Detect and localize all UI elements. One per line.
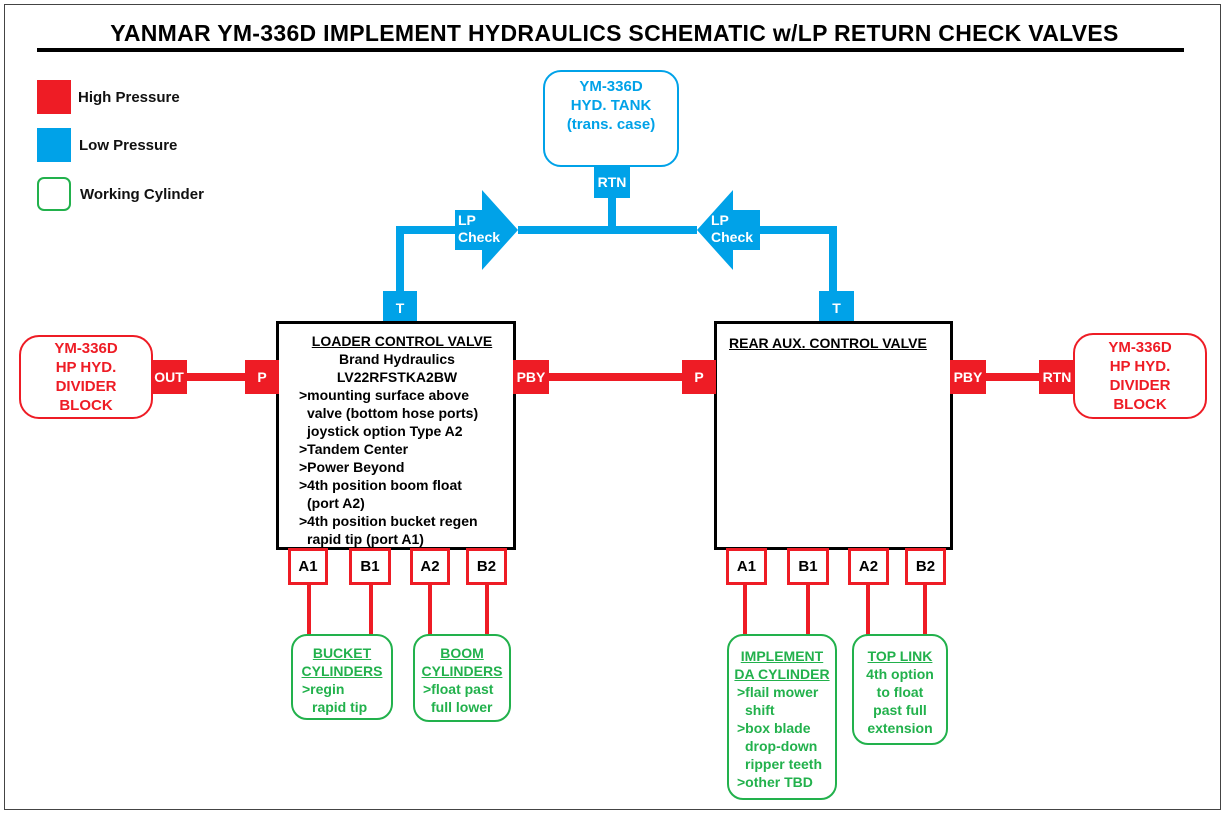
boom-cyl-desc2: full lower	[431, 699, 493, 715]
loader-valve-line: rapid tip (port A1)	[307, 531, 424, 547]
legend-low-swatch	[37, 128, 71, 162]
loader-valve-line: (port A2)	[307, 495, 365, 511]
lp-check-right-line2: Check	[711, 229, 754, 245]
legend-high-swatch	[37, 80, 71, 114]
legend-cyl-label: Working Cylinder	[80, 186, 204, 203]
loader-control-valve: LOADER CONTROL VALVE Brand Hydraulics LV…	[276, 321, 516, 550]
tank-line3: (trans. case)	[566, 116, 656, 133]
loader-valve-line: valve (bottom hose ports)	[307, 405, 479, 421]
loader-port-a2: A2	[410, 548, 450, 585]
boom-cyl-title1: BOOM	[440, 645, 484, 661]
toplink-cyl-desc4: extension	[867, 720, 933, 736]
bucket-cyl-desc2: rapid tip	[312, 699, 368, 715]
rear-port-a2: A2	[848, 548, 889, 585]
rear-port-b2: B2	[905, 548, 946, 585]
lp-check-right-label: LP Check	[711, 212, 753, 246]
implement-cyl-desc5: ripper teeth	[745, 756, 823, 772]
rear-pby-port: PBY	[950, 360, 986, 394]
implement-cyl-desc1: >flail mower	[737, 684, 819, 700]
boom-cyl-desc1: >float past	[423, 681, 494, 697]
page-title: YANMAR YM-336D IMPLEMENT HYDRAULICS SCHE…	[110, 20, 1119, 46]
loader-valve-line: >mounting surface above	[299, 387, 469, 403]
implement-cyl-desc2: shift	[745, 702, 775, 718]
divider-right-line1: YM-336D	[1108, 339, 1172, 356]
toplink-cyl-title: TOP LINK	[867, 648, 933, 664]
rear-port-a1: A1	[726, 548, 767, 585]
legend-high-label: High Pressure	[78, 89, 180, 106]
toplink-cyl-desc2: to float	[876, 684, 924, 700]
loader-port-a1: A1	[288, 548, 328, 585]
loader-valve-title: LOADER CONTROL VALVE	[311, 333, 493, 349]
tank-rtn-port: RTN	[594, 165, 630, 198]
bucket-cyl-desc1: >regin	[302, 681, 345, 697]
divider-right-line2: HP HYD.	[1109, 358, 1171, 375]
toplink-cyl-desc3: past full	[873, 702, 927, 718]
toplink-cyl-desc1: 4th option	[866, 666, 934, 682]
implement-cyl-desc4: drop-down	[745, 738, 818, 754]
rear-p-port: P	[682, 360, 716, 394]
implement-da-cylinder: IMPLEMENT DA CYLINDER >flail mower shift…	[727, 634, 837, 800]
lp-check-left-line2: Check	[458, 229, 501, 245]
implement-cyl-title2: DA CYLINDER	[734, 666, 830, 682]
divider-block-left: YM-336D HP HYD. DIVIDER BLOCK	[19, 335, 153, 419]
divider-left-line1: YM-336D	[54, 340, 118, 357]
tank-line1: YM-336D	[579, 78, 643, 95]
lp-line-right	[760, 226, 837, 295]
diagram-frame	[4, 4, 1221, 810]
boom-cyl-title2: CYLINDERS	[421, 663, 503, 679]
implement-cyl-desc3: >box blade	[737, 720, 811, 736]
loader-valve-line: joystick option Type A2	[307, 423, 463, 439]
rear-valve-title: REAR AUX. CONTROL VALVE	[729, 335, 927, 351]
legend-cyl-swatch	[37, 177, 71, 211]
rear-aux-control-valve: REAR AUX. CONTROL VALVE	[714, 321, 953, 550]
lp-check-left-arrow	[455, 190, 518, 270]
loader-valve-line: >4th position bucket regen	[299, 513, 478, 529]
lp-line-left	[396, 226, 455, 295]
lp-check-right-arrow	[697, 190, 760, 270]
hydraulic-tank: YM-336D HYD. TANK (trans. case)	[543, 70, 679, 167]
lp-check-left-label: LP Check	[458, 212, 500, 246]
title-underline	[37, 48, 1184, 52]
divider-right-line4: BLOCK	[1113, 396, 1167, 413]
divider-right-rtn-port: RTN	[1039, 360, 1075, 394]
loader-valve-line: >4th position boom float	[299, 477, 462, 493]
bucket-cyl-title2: CYLINDERS	[301, 663, 383, 679]
divider-left-line2: HP HYD.	[55, 359, 117, 376]
divider-block-right: YM-336D HP HYD. DIVIDER BLOCK	[1073, 333, 1207, 419]
divider-right-line3: DIVIDER	[1109, 377, 1171, 394]
bucket-cylinders: BUCKET CYLINDERS >regin rapid tip	[291, 634, 393, 720]
loader-valve-line: >Tandem Center	[299, 441, 409, 457]
implement-cyl-title1: IMPLEMENT	[740, 648, 824, 664]
divider-left-line4: BLOCK	[59, 397, 113, 414]
boom-cylinders: BOOM CYLINDERS >float past full lower	[413, 634, 511, 722]
loader-p-port: P	[245, 360, 279, 394]
legend-low-label: Low Pressure	[79, 137, 178, 154]
lp-check-right-line1: LP	[711, 212, 729, 228]
loader-port-b2: B2	[466, 548, 507, 585]
loader-valve-line: LV22RFSTKA2BW	[336, 369, 458, 385]
divider-left-out-port: OUT	[151, 360, 187, 394]
loader-pby-port: PBY	[513, 360, 549, 394]
rear-t-port: T	[819, 291, 854, 324]
loader-t-port: T	[383, 291, 417, 324]
loader-valve-line: Brand Hydraulics	[339, 351, 455, 367]
rear-port-b1: B1	[787, 548, 829, 585]
loader-port-b1: B1	[349, 548, 391, 585]
implement-cyl-desc6: >other TBD	[737, 774, 813, 790]
tank-line2: HYD. TANK	[570, 97, 652, 114]
lp-check-left-line1: LP	[458, 212, 476, 228]
bucket-cyl-title1: BUCKET	[312, 645, 372, 661]
top-link-cylinder: TOP LINK 4th option to float past full e…	[852, 634, 948, 745]
loader-valve-line: >Power Beyond	[299, 459, 405, 475]
divider-left-line3: DIVIDER	[55, 378, 117, 395]
